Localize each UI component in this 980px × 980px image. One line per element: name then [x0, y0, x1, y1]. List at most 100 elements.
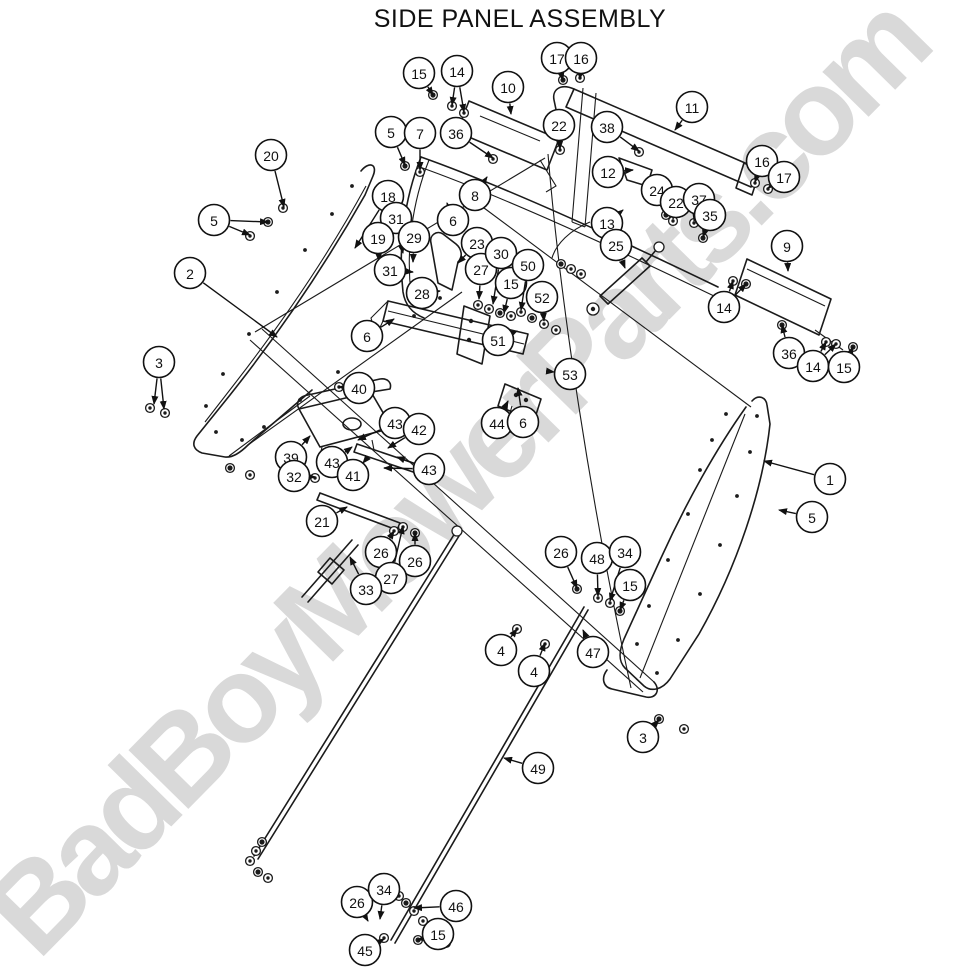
callout-leader-43 [357, 429, 381, 441]
callout-balloon-4: 4 [517, 654, 551, 688]
callout-leader-46 [413, 904, 440, 912]
callout-balloon-28: 28 [405, 276, 439, 310]
svg-text:15: 15 [411, 66, 427, 82]
callout-leader-17 [767, 180, 777, 189]
svg-text:29: 29 [406, 230, 422, 246]
svg-text:17: 17 [776, 170, 792, 186]
svg-text:46: 46 [448, 899, 464, 915]
svg-text:8: 8 [471, 188, 479, 204]
watermark-text: BadBoyMowerParts.com [0, 0, 957, 980]
callout-balloon-15: 15 [402, 56, 436, 90]
callout-leader-25 [618, 259, 626, 269]
callout-leader-48 [594, 574, 602, 597]
callout-balloon-52: 52 [525, 280, 559, 314]
svg-text:22: 22 [551, 118, 567, 134]
callout-balloon-15: 15 [827, 350, 861, 384]
callout-leader-34 [377, 905, 385, 920]
callout-leader-14 [819, 341, 827, 352]
callout-leader-3 [650, 719, 660, 729]
callout-leader-6 [380, 318, 395, 328]
svg-text:38: 38 [599, 120, 615, 136]
svg-text:35: 35 [702, 208, 718, 224]
svg-text:7: 7 [416, 126, 424, 142]
svg-text:53: 53 [562, 367, 578, 383]
callout-leader-4 [538, 642, 546, 656]
svg-text:28: 28 [414, 286, 430, 302]
callout-leader-36 [469, 141, 494, 159]
callout-leader-38 [619, 136, 640, 152]
callout-leader-26 [386, 530, 395, 540]
svg-text:3: 3 [639, 730, 647, 746]
callout-leader-27 [476, 285, 484, 300]
svg-text:26: 26 [407, 554, 423, 570]
svg-text:31: 31 [382, 263, 398, 279]
callout-leader-20 [274, 170, 286, 208]
svg-text:14: 14 [716, 300, 732, 316]
callout-balloon-12: 12 [591, 155, 625, 189]
callout-leader-16 [754, 173, 761, 183]
svg-text:16: 16 [754, 154, 770, 170]
svg-text:9: 9 [783, 239, 791, 255]
svg-text:4: 4 [530, 664, 538, 680]
left-side-panel [193, 164, 463, 458]
callout-leader-1 [763, 459, 815, 476]
callout-leader-15 [502, 298, 510, 314]
callout-leader-6 [515, 387, 523, 406]
svg-text:21: 21 [314, 514, 330, 530]
callout-balloon-34: 34 [608, 535, 642, 569]
callout-balloon-33: 33 [349, 572, 383, 606]
svg-text:20: 20 [263, 148, 279, 164]
callout-balloon-34: 34 [367, 872, 401, 906]
callout-balloon-31: 31 [373, 253, 407, 287]
svg-text:43: 43 [387, 416, 403, 432]
callout-balloon-30: 30 [484, 236, 518, 270]
callout-leader-17 [557, 71, 565, 81]
svg-text:23: 23 [469, 236, 485, 252]
svg-text:22: 22 [668, 195, 684, 211]
svg-text:43: 43 [324, 455, 340, 471]
callout-balloon-46: 46 [439, 889, 473, 923]
callout-leader-50 [518, 281, 527, 311]
svg-text:34: 34 [617, 545, 633, 561]
callout-balloon-3: 3 [142, 345, 176, 379]
callout-balloon-51: 51 [481, 323, 515, 357]
callout-balloon-43: 43 [412, 452, 446, 486]
linkage [301, 443, 429, 603]
svg-text:32: 32 [286, 469, 302, 485]
callout-leader-4 [509, 628, 518, 638]
top-bracket [456, 100, 560, 193]
svg-text:1: 1 [826, 472, 834, 488]
callout-balloon-2: 2 [173, 256, 207, 290]
svg-text:36: 36 [781, 346, 797, 362]
callout-balloon-36: 36 [439, 116, 473, 150]
callout-leader-5 [778, 508, 797, 516]
svg-text:18: 18 [380, 189, 396, 205]
svg-text:17: 17 [549, 51, 565, 67]
callout-leader-23 [457, 254, 467, 264]
callout-leader-43 [383, 464, 413, 472]
svg-text:14: 14 [805, 359, 821, 375]
svg-text:49: 49 [530, 761, 546, 777]
svg-text:51: 51 [490, 333, 506, 349]
callout-leader-15 [619, 600, 627, 611]
callout-balloon-26: 26 [340, 885, 374, 919]
callout-balloon-26: 26 [398, 544, 432, 578]
callout-balloon-53: 53 [553, 357, 587, 391]
svg-text:15: 15 [836, 360, 852, 376]
callout-balloon-6: 6 [506, 405, 540, 439]
callout-balloon-40: 40 [342, 371, 376, 405]
callout-balloon-1: 1 [813, 462, 847, 496]
callout-leader-47 [582, 629, 590, 639]
cylinder [551, 221, 665, 316]
svg-text:15: 15 [503, 276, 519, 292]
callout-balloon-11: 11 [675, 90, 709, 124]
svg-text:15: 15 [622, 578, 638, 594]
callout-balloon-6: 6 [436, 203, 470, 237]
callout-leader-42 [387, 437, 406, 449]
svg-text:42: 42 [411, 422, 427, 438]
panel-holes [204, 184, 759, 675]
callout-leader-10 [506, 103, 514, 115]
callout-leader-39 [301, 435, 311, 446]
svg-text:33: 33 [358, 582, 374, 598]
